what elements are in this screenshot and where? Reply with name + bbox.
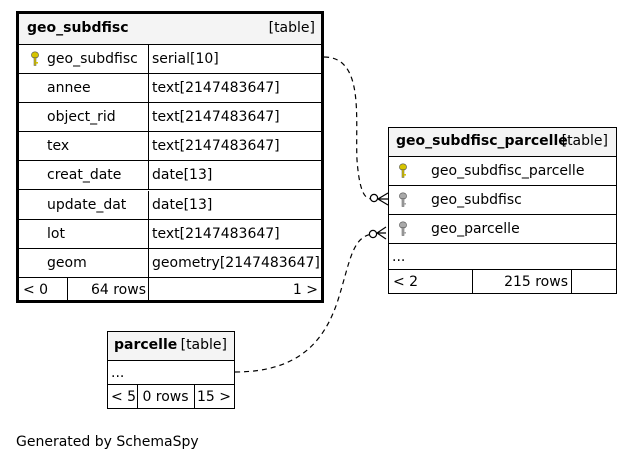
footer-children[interactable]: 15 > xyxy=(197,388,231,405)
table-ellipsis-row: ... xyxy=(108,361,234,385)
column-row-tex[interactable]: tex text[2147483647] xyxy=(19,132,321,162)
link-geo-subdfisc-zero-marker xyxy=(369,193,379,203)
column-name: geo_subdfisc_parcelle xyxy=(431,163,585,179)
column-row-annee[interactable]: annee text[2147483647] xyxy=(19,74,321,104)
table-kind: [table] xyxy=(268,20,315,36)
link-parcelle-crowfoot xyxy=(375,226,387,240)
table-name: geo_subdfisc xyxy=(27,20,129,36)
footer-children[interactable]: 1 > xyxy=(292,282,318,298)
table-header: geo_subdfisc [table] xyxy=(19,14,321,45)
column-name: creat_date xyxy=(47,167,122,184)
column-row-geo-subdfisc-parcelle[interactable]: geo_subdfisc_parcelle xyxy=(389,157,616,186)
footer-parents[interactable]: < 5 xyxy=(111,388,137,405)
table-footer: < 0 64 rows 1 > xyxy=(19,277,321,303)
primary-key-icon xyxy=(30,51,40,71)
table-header: parcelle [table] xyxy=(108,332,234,361)
column-type: text[2147483647] xyxy=(152,138,280,155)
column-name: geom xyxy=(47,254,87,271)
column-type: date[13] xyxy=(152,167,213,184)
column-type: text[2147483647] xyxy=(152,80,280,97)
column-row-geo-subdfisc[interactable]: geo_subdfisc xyxy=(389,186,616,215)
foreign-key-icon xyxy=(398,192,408,212)
ellipsis: ... xyxy=(392,248,406,265)
generated-by-label: Generated by SchemaSpy xyxy=(16,434,199,450)
column-row-object-rid[interactable]: object_rid text[2147483647] xyxy=(19,103,321,133)
column-row-geo-parcelle[interactable]: geo_parcelle xyxy=(389,215,616,244)
column-name: geo_subdfisc xyxy=(47,51,138,68)
column-name: object_rid xyxy=(47,109,116,126)
column-type: geometry[2147483647] xyxy=(152,254,320,271)
footer-parents[interactable]: < 0 xyxy=(23,282,49,298)
link-parcelle-zero-marker xyxy=(368,229,378,239)
column-type: serial[10] xyxy=(152,51,219,68)
ellipsis: ... xyxy=(111,364,125,381)
column-name: tex xyxy=(47,138,70,155)
column-name: lot xyxy=(47,225,65,242)
column-row-creat-date[interactable]: creat_date date[13] xyxy=(19,161,321,191)
table-geo-subdfisc[interactable]: geo_subdfisc [table] geo_subdfisc serial[… xyxy=(16,11,324,303)
table-ellipsis-row: ... xyxy=(389,244,616,270)
column-name: geo_subdfisc xyxy=(431,192,522,208)
column-name: geo_parcelle xyxy=(431,221,520,237)
column-row-lot[interactable]: lot text[2147483647] xyxy=(19,219,321,249)
column-row-geo-subdfisc[interactable]: geo_subdfisc serial[10] xyxy=(19,45,321,75)
column-type: text[2147483647] xyxy=(152,109,280,126)
footer-rows: 215 rows xyxy=(504,273,568,290)
table-name: parcelle xyxy=(114,337,178,353)
column-name: annee xyxy=(47,80,91,97)
table-kind: [table] xyxy=(180,337,227,353)
column-type: text[2147483647] xyxy=(152,225,280,242)
table-parcelle[interactable]: parcelle [table] ... < 5 0 rows 15 > xyxy=(107,331,235,409)
footer-rows: 64 rows xyxy=(90,282,146,298)
primary-key-icon xyxy=(398,163,408,183)
foreign-key-icon xyxy=(398,221,408,241)
column-name: update_dat xyxy=(47,196,127,213)
table-footer: < 2 215 rows xyxy=(389,270,616,293)
footer-rows: 0 rows xyxy=(142,388,189,405)
footer-children[interactable] xyxy=(571,270,613,293)
link-geo-subdfisc-crowfoot xyxy=(376,192,389,206)
table-header: geo_subdfisc_parcelle [table] xyxy=(389,128,616,157)
table-geo-subdfisc-parcelle[interactable]: geo_subdfisc_parcelle [table] geo_subdfi… xyxy=(388,127,617,294)
table-name: geo_subdfisc_parcelle xyxy=(396,133,568,149)
table-kind: [table] xyxy=(561,133,608,149)
link-geo-subdfisc xyxy=(323,56,375,200)
column-row-geom[interactable]: geom geometry[2147483647] xyxy=(19,248,321,278)
footer-parents[interactable]: < 2 xyxy=(393,273,419,290)
column-row-update-dat[interactable]: update_dat date[13] xyxy=(19,190,321,220)
table-footer: < 5 0 rows 15 > xyxy=(108,385,234,408)
column-type: date[13] xyxy=(152,196,213,213)
